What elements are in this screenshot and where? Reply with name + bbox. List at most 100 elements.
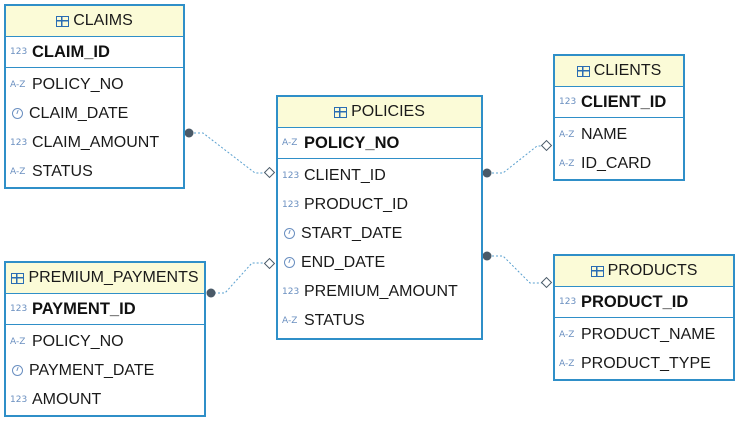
date-type-icon	[284, 228, 295, 239]
column-row[interactable]: 123 PRODUCT_ID	[278, 190, 481, 219]
link-policies-end-diamond-2	[263, 257, 276, 270]
table-clients[interactable]: CLIENTS 123 CLIENT_ID A-Z NAME A-Z ID_CA…	[553, 54, 685, 181]
numeric-type-icon: 123	[10, 47, 28, 57]
text-type-icon: A-Z	[559, 329, 575, 340]
column-name: STATUS	[304, 311, 365, 329]
column-row[interactable]: A-Z ID_CARD	[555, 149, 683, 178]
column-row[interactable]: 123 AMOUNT	[6, 385, 204, 414]
numeric-type-icon: 123	[559, 297, 577, 307]
link-claims-end-dot	[184, 128, 194, 138]
column-name: NAME	[581, 125, 628, 143]
column-row[interactable]: A-Z PRODUCT_NAME	[555, 320, 733, 349]
column-name: PAYMENT_DATE	[29, 361, 155, 379]
text-type-icon: A-Z	[10, 336, 26, 347]
link-policies-end-diamond	[263, 166, 276, 179]
link-policies-clients[interactable]	[488, 145, 548, 174]
table-policies-header[interactable]: POLICIES	[278, 97, 481, 128]
date-type-icon	[12, 108, 23, 119]
column-name: POLICY_NO	[32, 332, 124, 350]
text-type-icon: A-Z	[282, 315, 298, 326]
column-name: CLIENT_ID	[304, 166, 386, 184]
column-row[interactable]: A-Z POLICY_NO	[6, 327, 204, 356]
table-premium-payments-pk-row[interactable]: 123 PAYMENT_ID	[6, 294, 204, 325]
link-clients-end-diamond	[540, 139, 553, 152]
numeric-type-icon: 123	[10, 394, 28, 405]
link-claims-policies[interactable]	[190, 132, 270, 174]
table-icon	[56, 15, 70, 27]
column-name: PRODUCT_NAME	[581, 325, 716, 343]
column-name: CLIENT_ID	[581, 92, 667, 111]
column-row[interactable]: A-Z STATUS	[6, 157, 183, 186]
column-name: CLAIM_DATE	[29, 104, 129, 122]
numeric-type-icon: 123	[10, 304, 28, 314]
numeric-type-icon: 123	[282, 199, 300, 210]
table-claims[interactable]: CLAIMS 123 CLAIM_ID A-Z POLICY_NO CLAIM_…	[4, 4, 185, 189]
table-claims-header[interactable]: CLAIMS	[6, 6, 183, 37]
numeric-type-icon: 123	[282, 286, 300, 297]
text-type-icon: A-Z	[559, 158, 575, 169]
table-clients-title: CLIENTS	[593, 62, 662, 79]
table-claims-title: CLAIMS	[73, 12, 133, 29]
link-policies-dot-clients	[482, 168, 492, 178]
column-row[interactable]: A-Z PRODUCT_TYPE	[555, 349, 733, 378]
column-name: CLAIM_ID	[32, 42, 110, 61]
table-premium-payments-header[interactable]: PREMIUM_PAYMENTS	[6, 263, 204, 294]
table-products[interactable]: PRODUCTS 123 PRODUCT_ID A-Z PRODUCT_NAME…	[553, 254, 735, 381]
column-name: PRODUCT_ID	[581, 292, 689, 311]
column-row[interactable]: A-Z NAME	[555, 120, 683, 149]
table-icon	[334, 106, 348, 118]
column-name: PRODUCT_TYPE	[581, 354, 711, 372]
table-policies-title: POLICIES	[351, 103, 425, 120]
text-type-icon: A-Z	[282, 138, 298, 148]
column-name: ID_CARD	[581, 154, 652, 172]
table-policies-pk-row[interactable]: A-Z POLICY_NO	[278, 128, 481, 159]
table-icon	[576, 65, 590, 77]
date-type-icon	[12, 365, 23, 376]
column-name: END_DATE	[301, 253, 386, 271]
column-name: START_DATE	[301, 224, 403, 242]
numeric-type-icon: 123	[559, 97, 577, 107]
numeric-type-icon: 123	[282, 170, 300, 181]
column-name: PRODUCT_ID	[304, 195, 409, 213]
column-row[interactable]: A-Z STATUS	[278, 306, 481, 335]
table-premium-payments-title: PREMIUM_PAYMENTS	[28, 269, 199, 286]
column-name: POLICY_NO	[32, 75, 124, 93]
table-products-title: PRODUCTS	[607, 262, 698, 279]
link-policies-dot-products	[482, 251, 492, 261]
column-row[interactable]: CLAIM_DATE	[6, 99, 183, 128]
table-products-pk-row[interactable]: 123 PRODUCT_ID	[555, 287, 733, 318]
column-name: PAYMENT_ID	[32, 299, 136, 318]
table-clients-pk-row[interactable]: 123 CLIENT_ID	[555, 87, 683, 118]
table-products-header[interactable]: PRODUCTS	[555, 256, 733, 287]
table-premium-payments[interactable]: PREMIUM_PAYMENTS 123 PAYMENT_ID A-Z POLI…	[4, 261, 206, 417]
column-row[interactable]: 123 PREMIUM_AMOUNT	[278, 277, 481, 306]
column-row[interactable]: 123 CLIENT_ID	[278, 161, 481, 190]
column-row[interactable]: 123 CLAIM_AMOUNT	[6, 128, 183, 157]
column-name: CLAIM_AMOUNT	[32, 133, 160, 151]
table-icon	[590, 265, 604, 277]
link-policies-products[interactable]	[488, 255, 548, 284]
column-name: STATUS	[32, 162, 93, 180]
text-type-icon: A-Z	[559, 358, 575, 369]
link-payments-end-dot	[206, 288, 216, 298]
column-name: AMOUNT	[32, 390, 102, 408]
column-name: POLICY_NO	[304, 133, 400, 152]
table-claims-pk-row[interactable]: 123 CLAIM_ID	[6, 37, 183, 68]
column-row[interactable]: END_DATE	[278, 248, 481, 277]
table-policies[interactable]: POLICIES A-Z POLICY_NO 123 CLIENT_ID 123…	[276, 95, 483, 340]
link-products-end-diamond	[540, 276, 553, 289]
table-clients-header[interactable]: CLIENTS	[555, 56, 683, 87]
column-name: PREMIUM_AMOUNT	[304, 282, 458, 300]
text-type-icon: A-Z	[10, 166, 26, 177]
text-type-icon: A-Z	[559, 129, 575, 140]
text-type-icon: A-Z	[10, 79, 26, 90]
link-payments-policies[interactable]	[210, 262, 270, 294]
column-row[interactable]: START_DATE	[278, 219, 481, 248]
column-row[interactable]: A-Z POLICY_NO	[6, 70, 183, 99]
table-icon	[11, 272, 25, 284]
date-type-icon	[284, 257, 295, 268]
column-row[interactable]: PAYMENT_DATE	[6, 356, 204, 385]
numeric-type-icon: 123	[10, 137, 28, 148]
